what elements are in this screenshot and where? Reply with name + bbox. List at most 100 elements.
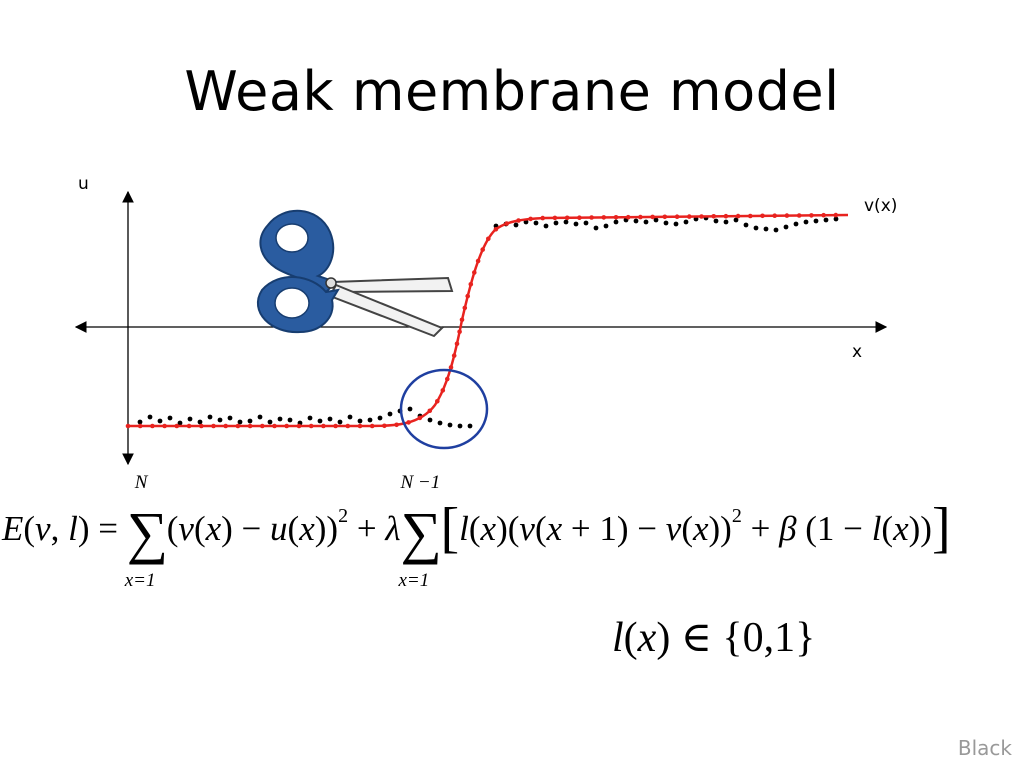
curve-sample-dot bbox=[796, 213, 802, 218]
data-point bbox=[437, 420, 443, 426]
data-point bbox=[447, 422, 453, 428]
curve-sample-dot bbox=[699, 214, 704, 219]
curve-sample-dot bbox=[809, 213, 814, 218]
data-point bbox=[743, 222, 749, 228]
line-process-constraint: l(x) ∈ {0,1} bbox=[612, 615, 816, 661]
data-point bbox=[683, 219, 689, 225]
data-point bbox=[377, 415, 383, 421]
curve-sample-dot bbox=[552, 215, 558, 221]
data-point bbox=[593, 225, 599, 231]
curve-sample-dot bbox=[296, 423, 302, 429]
data-point bbox=[307, 415, 313, 421]
data-point bbox=[733, 217, 739, 223]
data-point bbox=[147, 414, 153, 420]
data-point bbox=[583, 220, 589, 226]
data-point bbox=[257, 414, 263, 420]
data-point bbox=[613, 219, 619, 225]
smooth-curve-v bbox=[128, 213, 849, 428]
data-point bbox=[693, 216, 699, 222]
curve-sample-dot bbox=[451, 353, 457, 358]
data-point bbox=[673, 221, 679, 227]
curve-sample-dot bbox=[516, 218, 521, 223]
curve-sample-dot bbox=[174, 423, 180, 429]
data-point bbox=[367, 417, 373, 423]
data-point bbox=[387, 411, 393, 417]
data-point bbox=[753, 225, 759, 231]
curve-sample-dot bbox=[674, 214, 680, 219]
curve-sample-dot bbox=[687, 214, 692, 219]
discontinuity-circle bbox=[399, 368, 489, 450]
curve-sample-dot bbox=[394, 422, 399, 428]
data-point bbox=[177, 420, 183, 426]
curve-sample-dot bbox=[833, 212, 839, 218]
curve-sample-dot bbox=[486, 236, 491, 242]
curve-sample-dot bbox=[504, 221, 510, 226]
data-point bbox=[337, 419, 343, 425]
data-point bbox=[543, 223, 549, 229]
curve-sample-dot bbox=[272, 423, 277, 429]
slide-title: Weak membrane model bbox=[184, 60, 840, 123]
curve-sample-dot bbox=[475, 258, 481, 264]
curve-sample-dot bbox=[321, 423, 326, 429]
data-point bbox=[357, 418, 363, 424]
curve-sample-dot bbox=[137, 423, 143, 429]
data-point bbox=[793, 221, 799, 227]
data-point bbox=[813, 218, 819, 224]
data-point bbox=[237, 419, 243, 425]
curve-sample-dot bbox=[480, 247, 486, 252]
curve-sample-dot bbox=[462, 305, 468, 311]
curve-sample-dot bbox=[445, 376, 450, 382]
data-point bbox=[823, 217, 829, 223]
curve-sample-dot bbox=[493, 227, 499, 232]
sum-1-to-N-minus-1: N −1∑x=1 bbox=[398, 471, 442, 591]
curve-sample-dot bbox=[150, 423, 155, 429]
data-point bbox=[317, 418, 323, 424]
data-point bbox=[573, 221, 579, 227]
curve-sample-dot bbox=[564, 215, 570, 221]
data-point bbox=[467, 423, 473, 429]
curve-sample-dot bbox=[345, 423, 351, 429]
data-point bbox=[407, 406, 413, 412]
curve-sample-dot bbox=[162, 423, 167, 429]
data-point bbox=[227, 415, 233, 421]
curve-sample-dot bbox=[638, 214, 643, 220]
data-point bbox=[207, 414, 213, 420]
curve-sample-dot bbox=[772, 213, 777, 218]
data-point bbox=[653, 217, 659, 223]
scissors-icon bbox=[256, 209, 454, 338]
data-point bbox=[533, 220, 539, 226]
data-point bbox=[347, 414, 353, 420]
data-point bbox=[167, 415, 173, 421]
curve-sample-dot bbox=[427, 408, 433, 414]
curve-sample-dot bbox=[308, 423, 314, 429]
curve-label: v(x) bbox=[864, 196, 898, 216]
sum-1-to-N: N∑x=1 bbox=[124, 471, 169, 591]
data-point bbox=[803, 219, 809, 225]
data-point bbox=[277, 416, 283, 422]
curve-sample-dot bbox=[650, 214, 655, 220]
curve-sample-dot bbox=[459, 317, 465, 323]
data-point bbox=[603, 223, 609, 229]
data-point bbox=[773, 227, 779, 233]
curve-sample-dot bbox=[357, 423, 363, 429]
curve-sample-dot bbox=[625, 214, 631, 220]
curve-sample-dot bbox=[454, 341, 460, 347]
curve-sample-dot bbox=[748, 213, 753, 219]
data-point bbox=[713, 218, 719, 224]
curve-sample-dot bbox=[723, 213, 729, 219]
curve-sample-dot bbox=[472, 270, 477, 275]
curve-sample-dot bbox=[406, 420, 411, 425]
data-point bbox=[157, 418, 163, 424]
curve-sample-dot bbox=[435, 399, 440, 404]
curve-sample-dot bbox=[613, 215, 619, 220]
curve-sample-dot bbox=[589, 215, 594, 220]
data-point bbox=[197, 419, 203, 425]
curve-sample-dot bbox=[369, 423, 375, 429]
data-point bbox=[327, 416, 333, 422]
curve-sample-dot bbox=[223, 423, 228, 429]
curve-sample-dot bbox=[382, 423, 387, 429]
data-point bbox=[247, 418, 253, 424]
curve-sample-dot bbox=[735, 213, 741, 219]
curve-sample-dot bbox=[235, 423, 241, 429]
